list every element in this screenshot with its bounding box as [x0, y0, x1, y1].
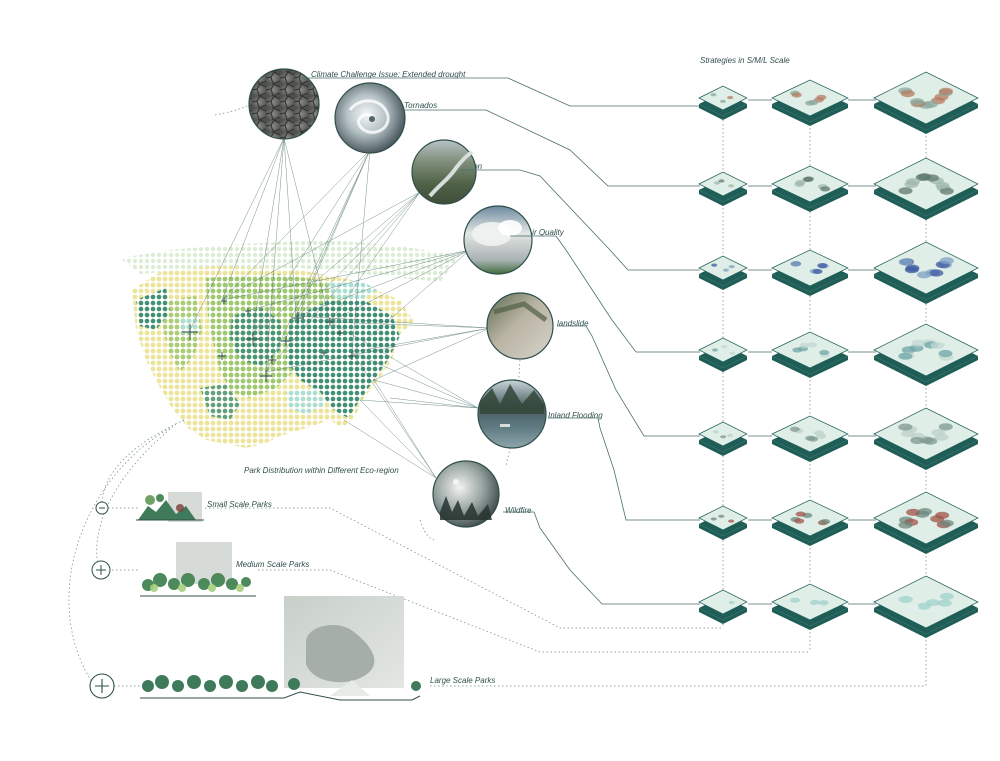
map-caption: Park Distribution within Different Eco-r…: [244, 466, 399, 475]
tornado-photo: [334, 82, 406, 154]
strategy-tile-row2-s: [698, 171, 748, 206]
challenge-label-air-quality: Poor Air Quality: [508, 228, 564, 237]
small-park-section: [136, 492, 204, 522]
strategy-tile-row3-l: [873, 241, 979, 304]
strategy-tile-row2-l: [873, 157, 979, 220]
park-scale-label-large: Large Scale Parks: [430, 676, 496, 685]
challenge-photo-circles: [248, 68, 554, 528]
strategy-tile-row4-l: [873, 323, 979, 386]
flooding-photo: [477, 379, 547, 449]
challenge-label-flooding: Inland Flooding: [548, 411, 603, 420]
strategy-tile-row6-m: [771, 499, 849, 546]
strategy-tile-row1-m: [771, 79, 849, 126]
strategy-tile-row1-l: [873, 71, 979, 134]
challenge-label-drought: Climate Challenge Issue: Extended drough…: [311, 70, 466, 79]
park-scale-label-small: Small Scale Parks: [207, 500, 272, 509]
park-scale-graphics: [89, 492, 421, 701]
strategy-tile-row2-m: [771, 165, 849, 212]
park-location-markers: [182, 298, 356, 382]
challenge-label-landslide: landslide: [557, 319, 589, 328]
landslide-photo: [486, 292, 554, 360]
column-dotted-lines: [205, 112, 927, 687]
strategy-tile-row1-s: [698, 85, 748, 120]
medium-park-section: [140, 542, 256, 597]
strategies-title: Strategies in S/M/L Scale: [700, 56, 790, 65]
map-connection-lines: [189, 137, 491, 479]
strategy-tile-row5-m: [771, 415, 849, 462]
plus-circle-large-icon: [89, 673, 115, 699]
strategy-tile-row5-l: [873, 407, 979, 470]
strategy-tile-row7-l: [873, 575, 979, 638]
strategy-tile-row4-m: [771, 331, 849, 378]
plus-circle-icon: [91, 560, 111, 580]
strategy-tile-row6-l: [873, 491, 979, 554]
strategy-tile-row5-s: [698, 421, 748, 456]
strategy-leader-lines: [300, 77, 876, 605]
strategy-tile-row7-m: [771, 583, 849, 630]
air-quality-photo: [463, 205, 533, 275]
strategy-tile-row3-s: [698, 255, 748, 290]
minus-circle-icon: [95, 501, 109, 515]
strategy-tile-row6-s: [698, 505, 748, 540]
strategy-tile-grid: [698, 71, 979, 638]
erosion-photo: [411, 139, 477, 205]
strategy-tile-row7-s: [698, 589, 748, 624]
strategy-tile-row4-s: [698, 337, 748, 372]
wildfire-photo: [432, 460, 500, 528]
drought-photo: [248, 68, 320, 140]
large-park-section: [140, 596, 421, 701]
challenge-label-tornados: Tornados: [404, 101, 438, 110]
challenge-label-wildfire: Wildfire: [505, 506, 532, 515]
strategy-tile-row3-m: [771, 249, 849, 296]
park-scale-label-medium: Medium Scale Parks: [236, 560, 310, 569]
